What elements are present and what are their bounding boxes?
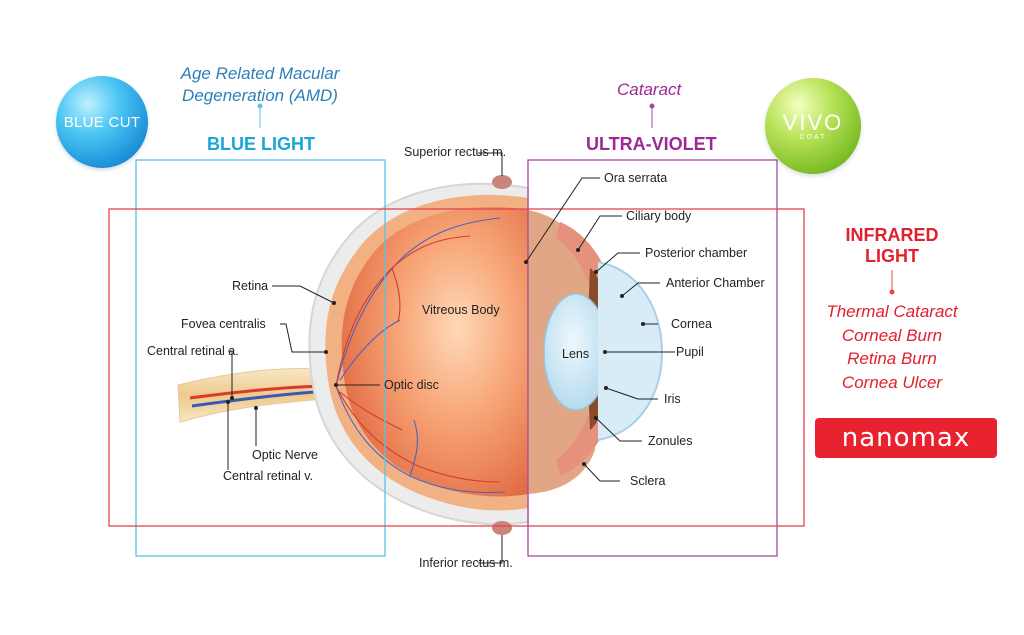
infrared-heading-line1: INFRARED [845,225,939,245]
label-iris: Iris [664,392,681,406]
blue-cut-badge-text: BLUE CUT [63,113,141,131]
inferior-rectus-muscle [492,521,512,535]
blue-light-heading: BLUE LIGHT [207,134,315,154]
label-central-retinal-v: Central retinal v. [223,469,313,483]
ultra-violet-heading: ULTRA-VIOLET [586,134,717,154]
blue-cut-badge: BLUE CUT [56,76,148,168]
retinal-vessels [335,217,506,493]
label-zonules: Zonules [648,434,692,448]
blue-light-condition-line1: Age Related Macular [180,64,340,83]
nanomax-badge: nanomax [815,418,997,458]
ciliary-body-top [556,222,606,282]
nanomax-badge-text: nanomax [841,423,971,453]
vivo-badge-text: VIVO [782,110,844,135]
label-sclera: Sclera [630,474,665,488]
label-fovea-centralis: Fovea centralis [181,317,266,331]
ciliary-body-bottom [556,416,606,476]
label-cornea: Cornea [671,317,712,331]
vivo-coat-badge: VIVO COAT [765,78,861,174]
ultra-violet-frame [527,159,778,557]
label-vitreous-body: Vitreous Body [422,303,500,317]
blue-light-frame [135,159,386,557]
label-central-retinal-a: Central retinal a. [147,344,239,358]
label-lens: Lens [562,347,589,361]
red-connector-dot [889,289,895,295]
label-ora-serrata: Ora serrata [604,171,667,185]
infrared-conditions: Thermal Cataract Corneal Burn Retina Bur… [806,300,978,394]
label-optic-disc: Optic disc [384,378,439,392]
infrared-heading-line2: LIGHT [865,246,919,266]
blue-light-condition-line2: Degeneration (AMD) [182,86,338,105]
blue-light-condition: Age Related Macular Degeneration (AMD) [160,63,360,107]
superior-rectus-muscle [492,175,512,189]
label-ciliary-body: Ciliary body [626,209,692,223]
label-inferior-rectus: Inferior rectus m. [419,556,513,570]
label-anterior-chamber: Anterior Chamber [666,276,765,290]
vitreous-body-shape [341,206,528,497]
label-posterior-chamber: Posterior chamber [645,246,747,260]
ultra-violet-condition: Cataract [617,80,682,99]
infrared-condition-item: Thermal Cataract [826,302,958,321]
infrared-frame [108,208,805,527]
vivo-badge-subtext: COAT [799,134,827,141]
label-retina: Retina [232,279,268,293]
cornea-shape [597,261,664,441]
infrared-condition-item: Cornea Ulcer [841,372,943,392]
label-pupil: Pupil [676,345,704,359]
violet-connector-dot [649,103,655,109]
leader-lines [226,152,675,564]
infrared-condition-item: Retina Burn [847,349,937,368]
infrared-heading: INFRARED LIGHT [832,225,952,267]
infrared-condition-item: Corneal Burn [841,325,943,345]
blue-connector-dot [257,103,263,109]
label-optic-nerve: Optic Nerve [252,448,318,462]
label-superior-rectus: Superior rectus m. [404,145,506,159]
